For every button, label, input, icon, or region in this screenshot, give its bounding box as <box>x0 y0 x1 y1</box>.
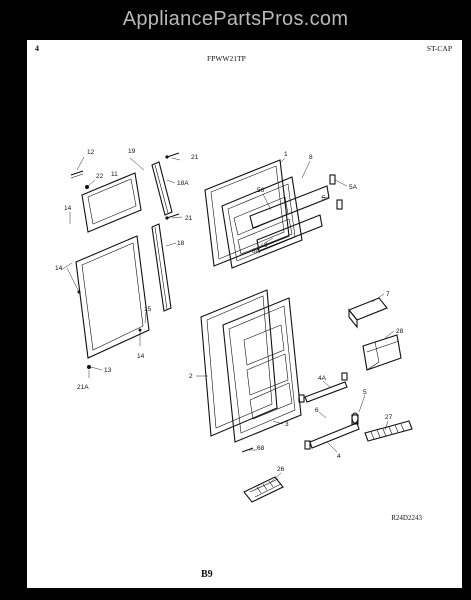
freezer-door-gasket <box>81 172 142 233</box>
callout-26: 26 <box>277 466 285 473</box>
leader-lines <box>60 156 395 483</box>
callout-14-upper: 14 <box>64 205 72 212</box>
egg-tray-27 <box>364 420 413 442</box>
callout-4: 4 <box>337 453 341 460</box>
callout-21-middle: 21 <box>185 215 193 222</box>
door-stop-68 <box>241 447 254 453</box>
callout-18: 18 <box>177 240 185 247</box>
bracket-21a <box>165 152 180 159</box>
drawing-reference-code: R24D2243 <box>391 514 422 522</box>
callout-22: 22 <box>96 173 104 180</box>
fresh-food-door-outer-panel <box>200 289 278 437</box>
bracket-21b <box>165 213 180 220</box>
callout-56: 56 <box>257 187 265 194</box>
callout-3: 3 <box>285 421 289 428</box>
callout-2: 2 <box>189 373 193 380</box>
callout-15: 15 <box>144 306 152 313</box>
door-shelf-rail-4a <box>298 372 348 403</box>
callout-4a: 4A <box>318 375 327 382</box>
callout-5-upper: 5 <box>322 195 326 202</box>
hinge-pin-14-side <box>66 267 81 294</box>
callout-14-bottom: 14 <box>137 353 145 360</box>
callout-labels: 12 19 21 22 11 18A 14 21 18 14 15 14 13 … <box>55 148 404 473</box>
bottom-screw-13-21a <box>87 365 91 378</box>
callout-1: 1 <box>284 151 288 158</box>
callout-27: 27 <box>385 414 393 421</box>
callout-19: 19 <box>128 148 136 155</box>
dairy-door-cover-7 <box>348 297 388 329</box>
model-number: FPWW21TP <box>207 54 246 63</box>
callout-13: 13 <box>104 367 112 374</box>
exploded-view-drawing: 12 19 21 22 11 18A 14 21 18 14 15 14 13 … <box>55 148 413 503</box>
page-index: 4 <box>35 44 39 53</box>
callout-21-upper: 21 <box>191 154 199 161</box>
callout-28: 28 <box>396 328 404 335</box>
series-code: ST-CAP <box>426 44 452 53</box>
callout-6a: 6A <box>252 248 261 255</box>
fresh-food-door-liner-strip <box>151 223 172 312</box>
callout-18a: 18A <box>177 180 189 187</box>
freezer-door-shelf <box>249 185 330 252</box>
watermark: AppliancePartsPros.com <box>122 8 349 30</box>
callout-5-lower: 5 <box>363 389 367 396</box>
shelf-end-cap-5a <box>329 174 343 210</box>
callout-5a: 5A <box>349 184 358 191</box>
door-shelf-rail-4 <box>304 414 360 450</box>
dairy-bin-28 <box>362 334 402 371</box>
callout-68: 68 <box>257 445 265 452</box>
parts-diagram-sheet: 4 FPWW21TP ST-CAP <box>27 40 462 588</box>
egg-tray-26 <box>243 476 284 503</box>
callout-12: 12 <box>87 149 95 156</box>
callout-9: 9 <box>264 242 268 249</box>
callout-11: 11 <box>111 171 118 178</box>
callout-21a: 21A <box>77 384 89 391</box>
hinge-pin-14-bottom <box>138 328 142 346</box>
end-cap-5-right <box>351 412 359 424</box>
callout-14-side: 14 <box>55 265 63 272</box>
fresh-food-door-inner-liner <box>222 297 302 443</box>
small-screw-12 <box>70 170 84 179</box>
freezer-door-outer-panel <box>204 159 290 267</box>
fresh-food-door-gasket <box>75 235 150 359</box>
callout-6: 6 <box>315 407 319 414</box>
callout-7: 7 <box>386 291 390 298</box>
freezer-door-liner-strip <box>151 161 173 216</box>
page-number: B9 <box>201 569 213 580</box>
callout-8: 8 <box>309 154 313 161</box>
